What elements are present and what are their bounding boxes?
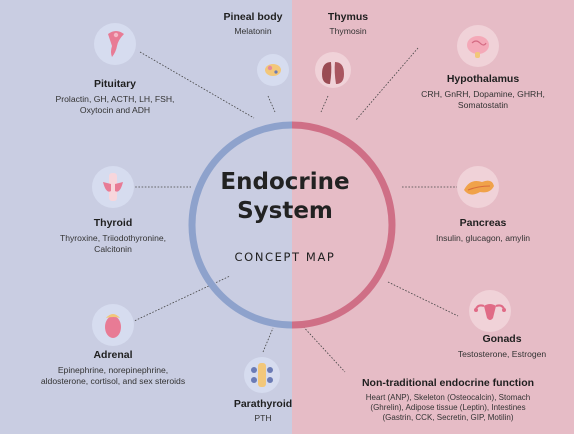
node-adrenal-sub-1: Epinephrine, norepinephrine, bbox=[57, 365, 169, 376]
node-nontraditional-sub-2: (Ghrelin), Adipose tissue (Leptin), Inte… bbox=[370, 403, 526, 413]
thymus-icon bbox=[315, 52, 351, 88]
node-thyroid: Thyroid Thyroxine, Triiodothyronine, Cal… bbox=[32, 217, 194, 255]
node-parathyroid-sub: PTH bbox=[254, 413, 272, 424]
node-hypothalamus: Hypothalamus CRH, GnRH, Dopamine, GHRH, … bbox=[398, 73, 568, 111]
node-pineal-sub: Melatonin bbox=[234, 26, 272, 37]
pineal-icon bbox=[257, 54, 289, 86]
node-nontraditional-sub-3: (Gastrin, CCK, Secretin, GIP, Motilin) bbox=[382, 413, 514, 423]
center-title-line1: Endocrine bbox=[220, 169, 350, 195]
center-title: Endocrine System bbox=[185, 168, 385, 226]
parathyroid-icon bbox=[244, 357, 280, 393]
node-parathyroid: Parathyroid PTH bbox=[220, 398, 306, 424]
node-pituitary: Pituitary Prolactin, GH, ACTH, LH, FSH, … bbox=[27, 78, 203, 116]
node-thyroid-sub-1: Thyroxine, Triiodothyronine, bbox=[59, 233, 167, 244]
node-nontraditional-sub-1: Heart (ANP), Skeleton (Osteocalcin), Sto… bbox=[365, 393, 531, 403]
node-pituitary-title: Pituitary bbox=[93, 78, 136, 90]
node-gonads: Gonads Testosterone, Estrogen bbox=[432, 333, 572, 360]
node-gonads-title: Gonads bbox=[482, 333, 522, 345]
center-circle-right-arc bbox=[291, 121, 396, 329]
pancreas-icon bbox=[457, 166, 499, 208]
left-background bbox=[0, 0, 292, 434]
center-subtitle: CONCEPT MAP bbox=[234, 250, 336, 264]
node-pituitary-sub-2: Oxytocin and ADH bbox=[79, 104, 151, 115]
thyroid-icon bbox=[92, 166, 134, 208]
node-thyroid-title: Thyroid bbox=[93, 217, 133, 229]
brain-icon bbox=[457, 25, 499, 67]
center-circle-left-arc bbox=[188, 121, 293, 329]
node-adrenal: Adrenal Epinephrine, norepinephrine, ald… bbox=[8, 349, 218, 387]
node-thymus-title: Thymus bbox=[327, 11, 369, 23]
node-gonads-sub: Testosterone, Estrogen bbox=[457, 349, 547, 360]
node-adrenal-sub-2: aldosterone, cortisol, and sex steroids bbox=[40, 375, 186, 386]
connector-parathyroid bbox=[262, 327, 274, 353]
connector-pituitary bbox=[139, 51, 255, 119]
node-nontraditional-title: Non-traditional endocrine function bbox=[361, 377, 535, 389]
node-hypothalamus-title: Hypothalamus bbox=[446, 73, 520, 85]
node-nontraditional: Non-traditional endocrine function Heart… bbox=[326, 377, 570, 423]
node-thyroid-sub-2: Calcitonin bbox=[94, 243, 132, 254]
node-pineal: Pineal body Melatonin bbox=[203, 11, 303, 37]
node-thymus-sub: Thymosin bbox=[329, 26, 367, 37]
node-pineal-title: Pineal body bbox=[223, 11, 283, 23]
node-hypothalamus-sub-2: Somatostatin bbox=[457, 99, 509, 110]
center-title-line2: System bbox=[237, 197, 333, 224]
uterus-icon bbox=[469, 290, 511, 332]
adrenal-icon bbox=[92, 304, 134, 346]
node-adrenal-title: Adrenal bbox=[93, 349, 133, 361]
node-pituitary-sub-1: Prolactin, GH, ACTH, LH, FSH, bbox=[55, 94, 175, 105]
node-thymus: Thymus Thymosin bbox=[308, 11, 388, 37]
connector-gonads bbox=[387, 281, 459, 317]
node-pancreas-sub: Insulin, glucagon, amylin bbox=[435, 233, 531, 244]
node-pancreas: Pancreas Insulin, glucagon, amylin bbox=[408, 217, 558, 244]
pituitary-icon bbox=[94, 23, 136, 65]
node-pancreas-title: Pancreas bbox=[459, 217, 507, 229]
node-parathyroid-title: Parathyroid bbox=[233, 398, 293, 410]
node-hypothalamus-sub-1: CRH, GnRH, Dopamine, GHRH, bbox=[421, 89, 545, 100]
